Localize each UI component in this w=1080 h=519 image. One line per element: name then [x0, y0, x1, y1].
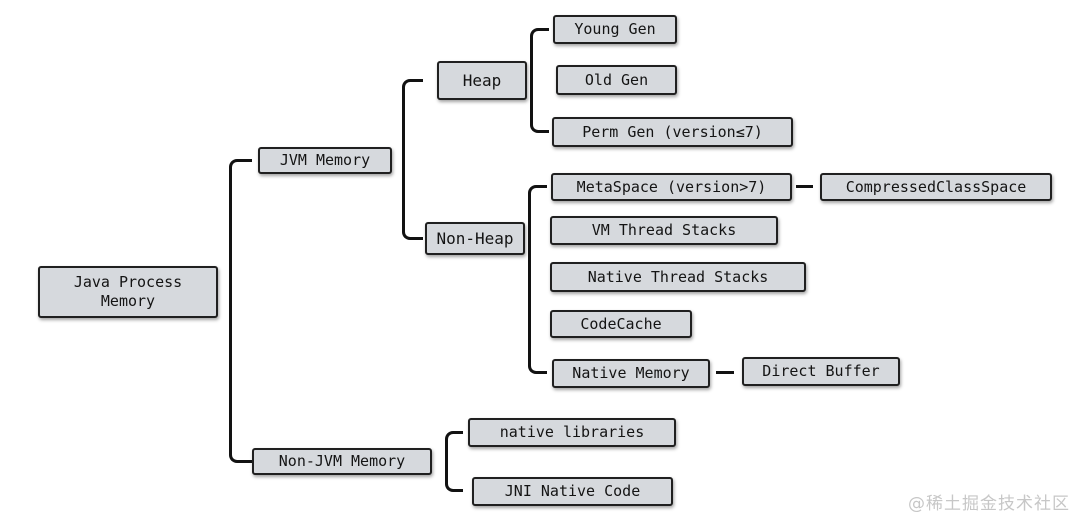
node-young-gen: Young Gen: [553, 15, 677, 44]
bracket-root-to-children: [229, 159, 252, 463]
node-metaspace: MetaSpace (version>7): [551, 173, 792, 201]
node-non-heap: Non-Heap: [425, 222, 525, 255]
bracket-jvm-to-children: [402, 79, 423, 240]
node-code-cache: CodeCache: [550, 310, 692, 338]
bracket-non-heap-to-children: [528, 185, 547, 374]
bracket-heap-to-children: [530, 28, 549, 133]
node-non-jvm-memory: Non-JVM Memory: [252, 448, 432, 475]
watermark-text: @稀土掘金技术社区: [908, 494, 1070, 514]
node-perm-gen: Perm Gen (version≤7): [552, 117, 793, 147]
node-native-thread-stacks: Native Thread Stacks: [550, 262, 806, 292]
node-jvm-memory: JVM Memory: [258, 147, 392, 174]
node-compressed-class-space: CompressedClassSpace: [820, 173, 1052, 201]
connector-metaspace-to-compressed-class-space: [796, 185, 813, 188]
connector-native-memory-to-direct-buffer: [716, 371, 734, 374]
node-java-process-memory: Java Process Memory: [38, 266, 218, 318]
bracket-non-jvm-to-children: [445, 431, 463, 492]
node-native-libraries: native libraries: [468, 418, 676, 447]
node-vm-thread-stacks: VM Thread Stacks: [550, 216, 778, 245]
node-old-gen: Old Gen: [556, 65, 677, 95]
node-heap: Heap: [437, 61, 527, 100]
node-native-memory: Native Memory: [552, 359, 710, 388]
node-jni-native-code: JNI Native Code: [472, 477, 673, 506]
node-direct-buffer: Direct Buffer: [742, 357, 900, 386]
